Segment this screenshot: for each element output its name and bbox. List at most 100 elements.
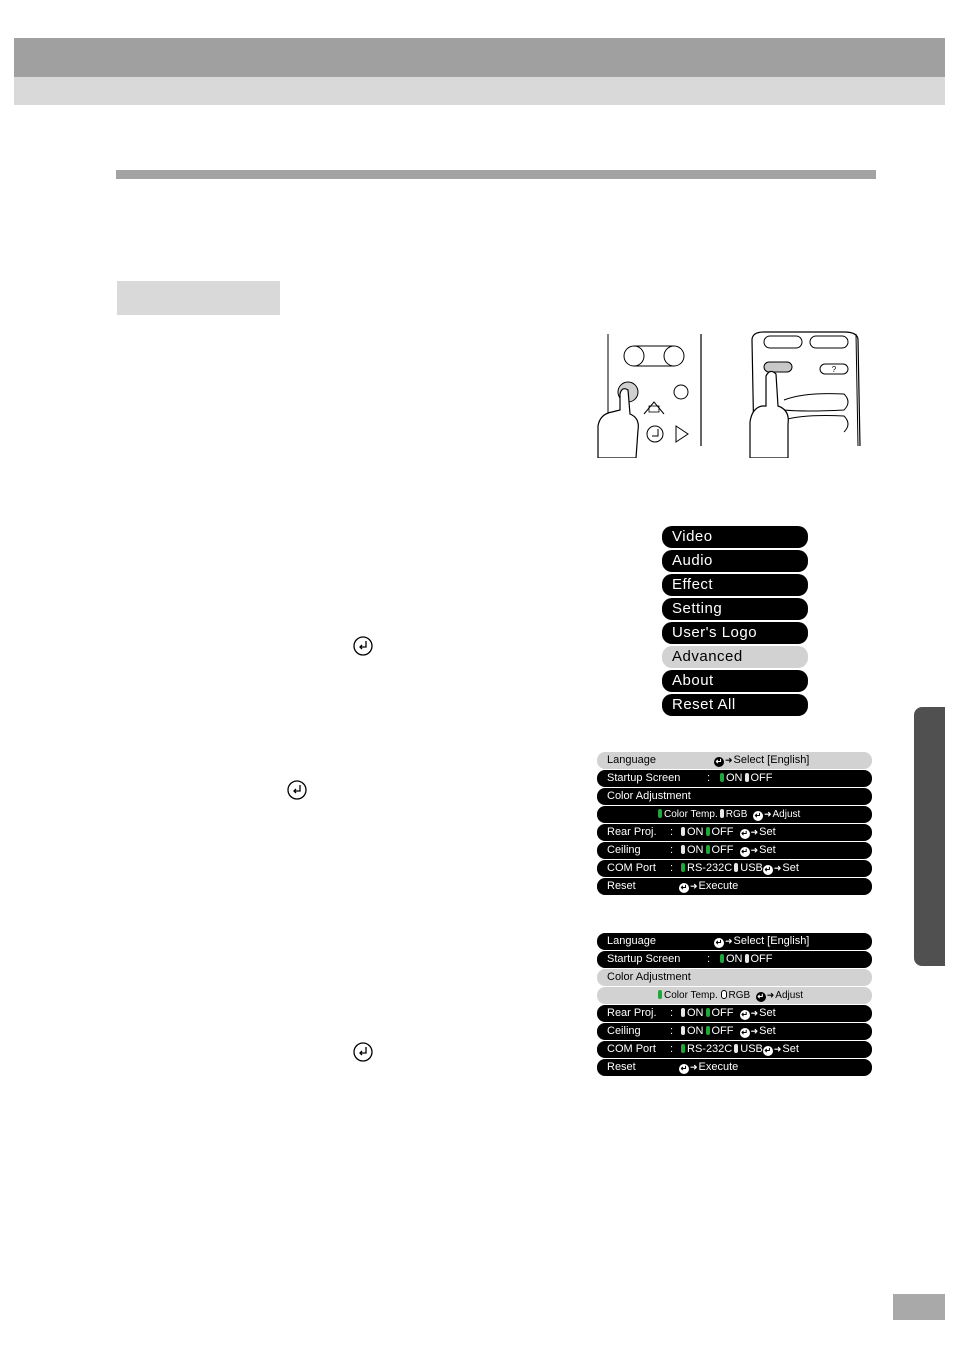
unselected-indicator-icon [744, 954, 749, 963]
arrow-icon: ➜ [766, 990, 775, 1000]
rgb-option[interactable]: RGB [725, 809, 748, 820]
row-language[interactable]: Language ↵➜Select [English] [597, 752, 872, 769]
row-startup-screen[interactable]: Startup Screen : ON OFF [597, 770, 872, 787]
enter-icon [353, 1042, 373, 1062]
rgb-option[interactable]: RGB [728, 990, 751, 1001]
com-usb[interactable]: USB [740, 1043, 763, 1055]
ceiling-on[interactable]: ON [687, 1025, 704, 1037]
com-rs232c[interactable]: RS-232C [687, 862, 733, 874]
menu-item-video[interactable]: Video [662, 526, 808, 548]
startup-off[interactable]: OFF [750, 953, 773, 965]
unselected-indicator-icon [720, 990, 727, 999]
ceiling-label: Ceiling [607, 844, 641, 856]
color-adjustment-label: Color Adjustment [607, 971, 691, 983]
row-color-options[interactable]: Color Temp.RGB ↵➜Adjust [597, 806, 872, 823]
startup-label: Startup Screen [607, 772, 681, 784]
enter-icon: ↵ [762, 865, 773, 875]
row-color-adjustment[interactable]: Color Adjustment [597, 969, 872, 986]
arrow-icon: ➜ [773, 863, 782, 873]
rear-action: Set [759, 1007, 776, 1019]
color-action: Adjust [772, 809, 801, 820]
selected-indicator-icon [720, 773, 724, 782]
reset-label: Reset [607, 1061, 636, 1073]
section-rule [116, 170, 876, 179]
unselected-indicator-icon [681, 827, 685, 836]
ceiling-action: Set [759, 1025, 776, 1037]
menu-item-about[interactable]: About [662, 670, 808, 692]
com-port-label: COM Port [607, 1043, 656, 1055]
unselected-indicator-icon [719, 809, 724, 818]
selected-indicator-icon [705, 845, 710, 854]
color-temp-option[interactable]: Color Temp. [664, 990, 718, 1001]
rear-off[interactable]: OFF [711, 826, 734, 838]
com-rs232c[interactable]: RS-232C [687, 1043, 733, 1055]
ceiling-off[interactable]: OFF [711, 1025, 734, 1037]
unselected-indicator-icon [734, 1044, 739, 1053]
arrow-icon: ➜ [690, 1062, 698, 1072]
header-bar [14, 38, 945, 77]
selected-indicator-icon [720, 954, 724, 963]
row-color-options[interactable]: Color Temp. RGB ↵➜Adjust [597, 987, 872, 1004]
language-value: Select [English] [733, 754, 810, 766]
selected-indicator-icon [681, 863, 685, 872]
reset-action: Execute [698, 880, 739, 892]
arrow-icon: ➜ [763, 809, 772, 819]
menu-item-effect[interactable]: Effect [662, 574, 808, 596]
rear-on[interactable]: ON [687, 1007, 704, 1019]
rear-sep: : [670, 1007, 674, 1019]
startup-sep: : [707, 772, 711, 784]
chapter-side-tab [914, 707, 945, 966]
config-main-menu: Video Audio Effect Setting User's Logo A… [662, 526, 808, 718]
unselected-indicator-icon [681, 845, 685, 854]
page-number-box [893, 1294, 945, 1320]
row-reset[interactable]: Reset ↵➜Execute [597, 1059, 872, 1076]
menu-item-reset-all[interactable]: Reset All [662, 694, 808, 716]
enter-icon: ↵ [755, 992, 766, 1002]
row-color-adjustment[interactable]: Color Adjustment [597, 788, 872, 805]
color-temp-option[interactable]: Color Temp. [664, 809, 718, 820]
row-reset[interactable]: Reset ↵➜Execute [597, 878, 872, 895]
enter-icon: ↵ [739, 847, 750, 857]
unselected-indicator-icon [744, 773, 749, 782]
ceiling-sep: : [670, 844, 674, 856]
menu-item-advanced[interactable]: Advanced [662, 646, 808, 668]
ceiling-action: Set [759, 844, 776, 856]
unselected-indicator-icon [734, 863, 739, 872]
ceiling-on[interactable]: ON [687, 844, 704, 856]
enter-icon: ↵ [739, 1028, 750, 1038]
arrow-icon: ➜ [773, 1044, 782, 1054]
selected-indicator-icon [705, 1008, 710, 1017]
com-usb[interactable]: USB [740, 862, 763, 874]
reset-label: Reset [607, 880, 636, 892]
startup-on[interactable]: ON [726, 772, 743, 784]
rear-off[interactable]: OFF [711, 1007, 734, 1019]
menu-item-audio[interactable]: Audio [662, 550, 808, 572]
projector-panel-illustration [597, 334, 702, 458]
row-language[interactable]: Language ↵➜Select [English] [597, 933, 872, 950]
procedure-label-box [117, 281, 280, 315]
menu-item-users-logo[interactable]: User's Logo [662, 622, 808, 644]
startup-off[interactable]: OFF [750, 772, 773, 784]
advanced-submenu-1: Language ↵➜Select [English] Startup Scre… [597, 752, 872, 896]
enter-icon: ↵ [739, 1010, 750, 1020]
help-key-label: ? [832, 365, 837, 374]
rear-on[interactable]: ON [687, 826, 704, 838]
rear-action: Set [759, 826, 776, 838]
com-sep: : [670, 1043, 674, 1055]
menu-item-setting[interactable]: Setting [662, 598, 808, 620]
rear-sep: : [670, 826, 674, 838]
selected-indicator-icon [658, 990, 662, 999]
reset-action: Execute [698, 1061, 739, 1073]
ceiling-off[interactable]: OFF [711, 844, 734, 856]
selected-indicator-icon [658, 809, 662, 818]
enter-icon: ↵ [714, 938, 724, 948]
startup-on[interactable]: ON [726, 953, 743, 965]
unselected-indicator-icon [681, 1008, 685, 1017]
